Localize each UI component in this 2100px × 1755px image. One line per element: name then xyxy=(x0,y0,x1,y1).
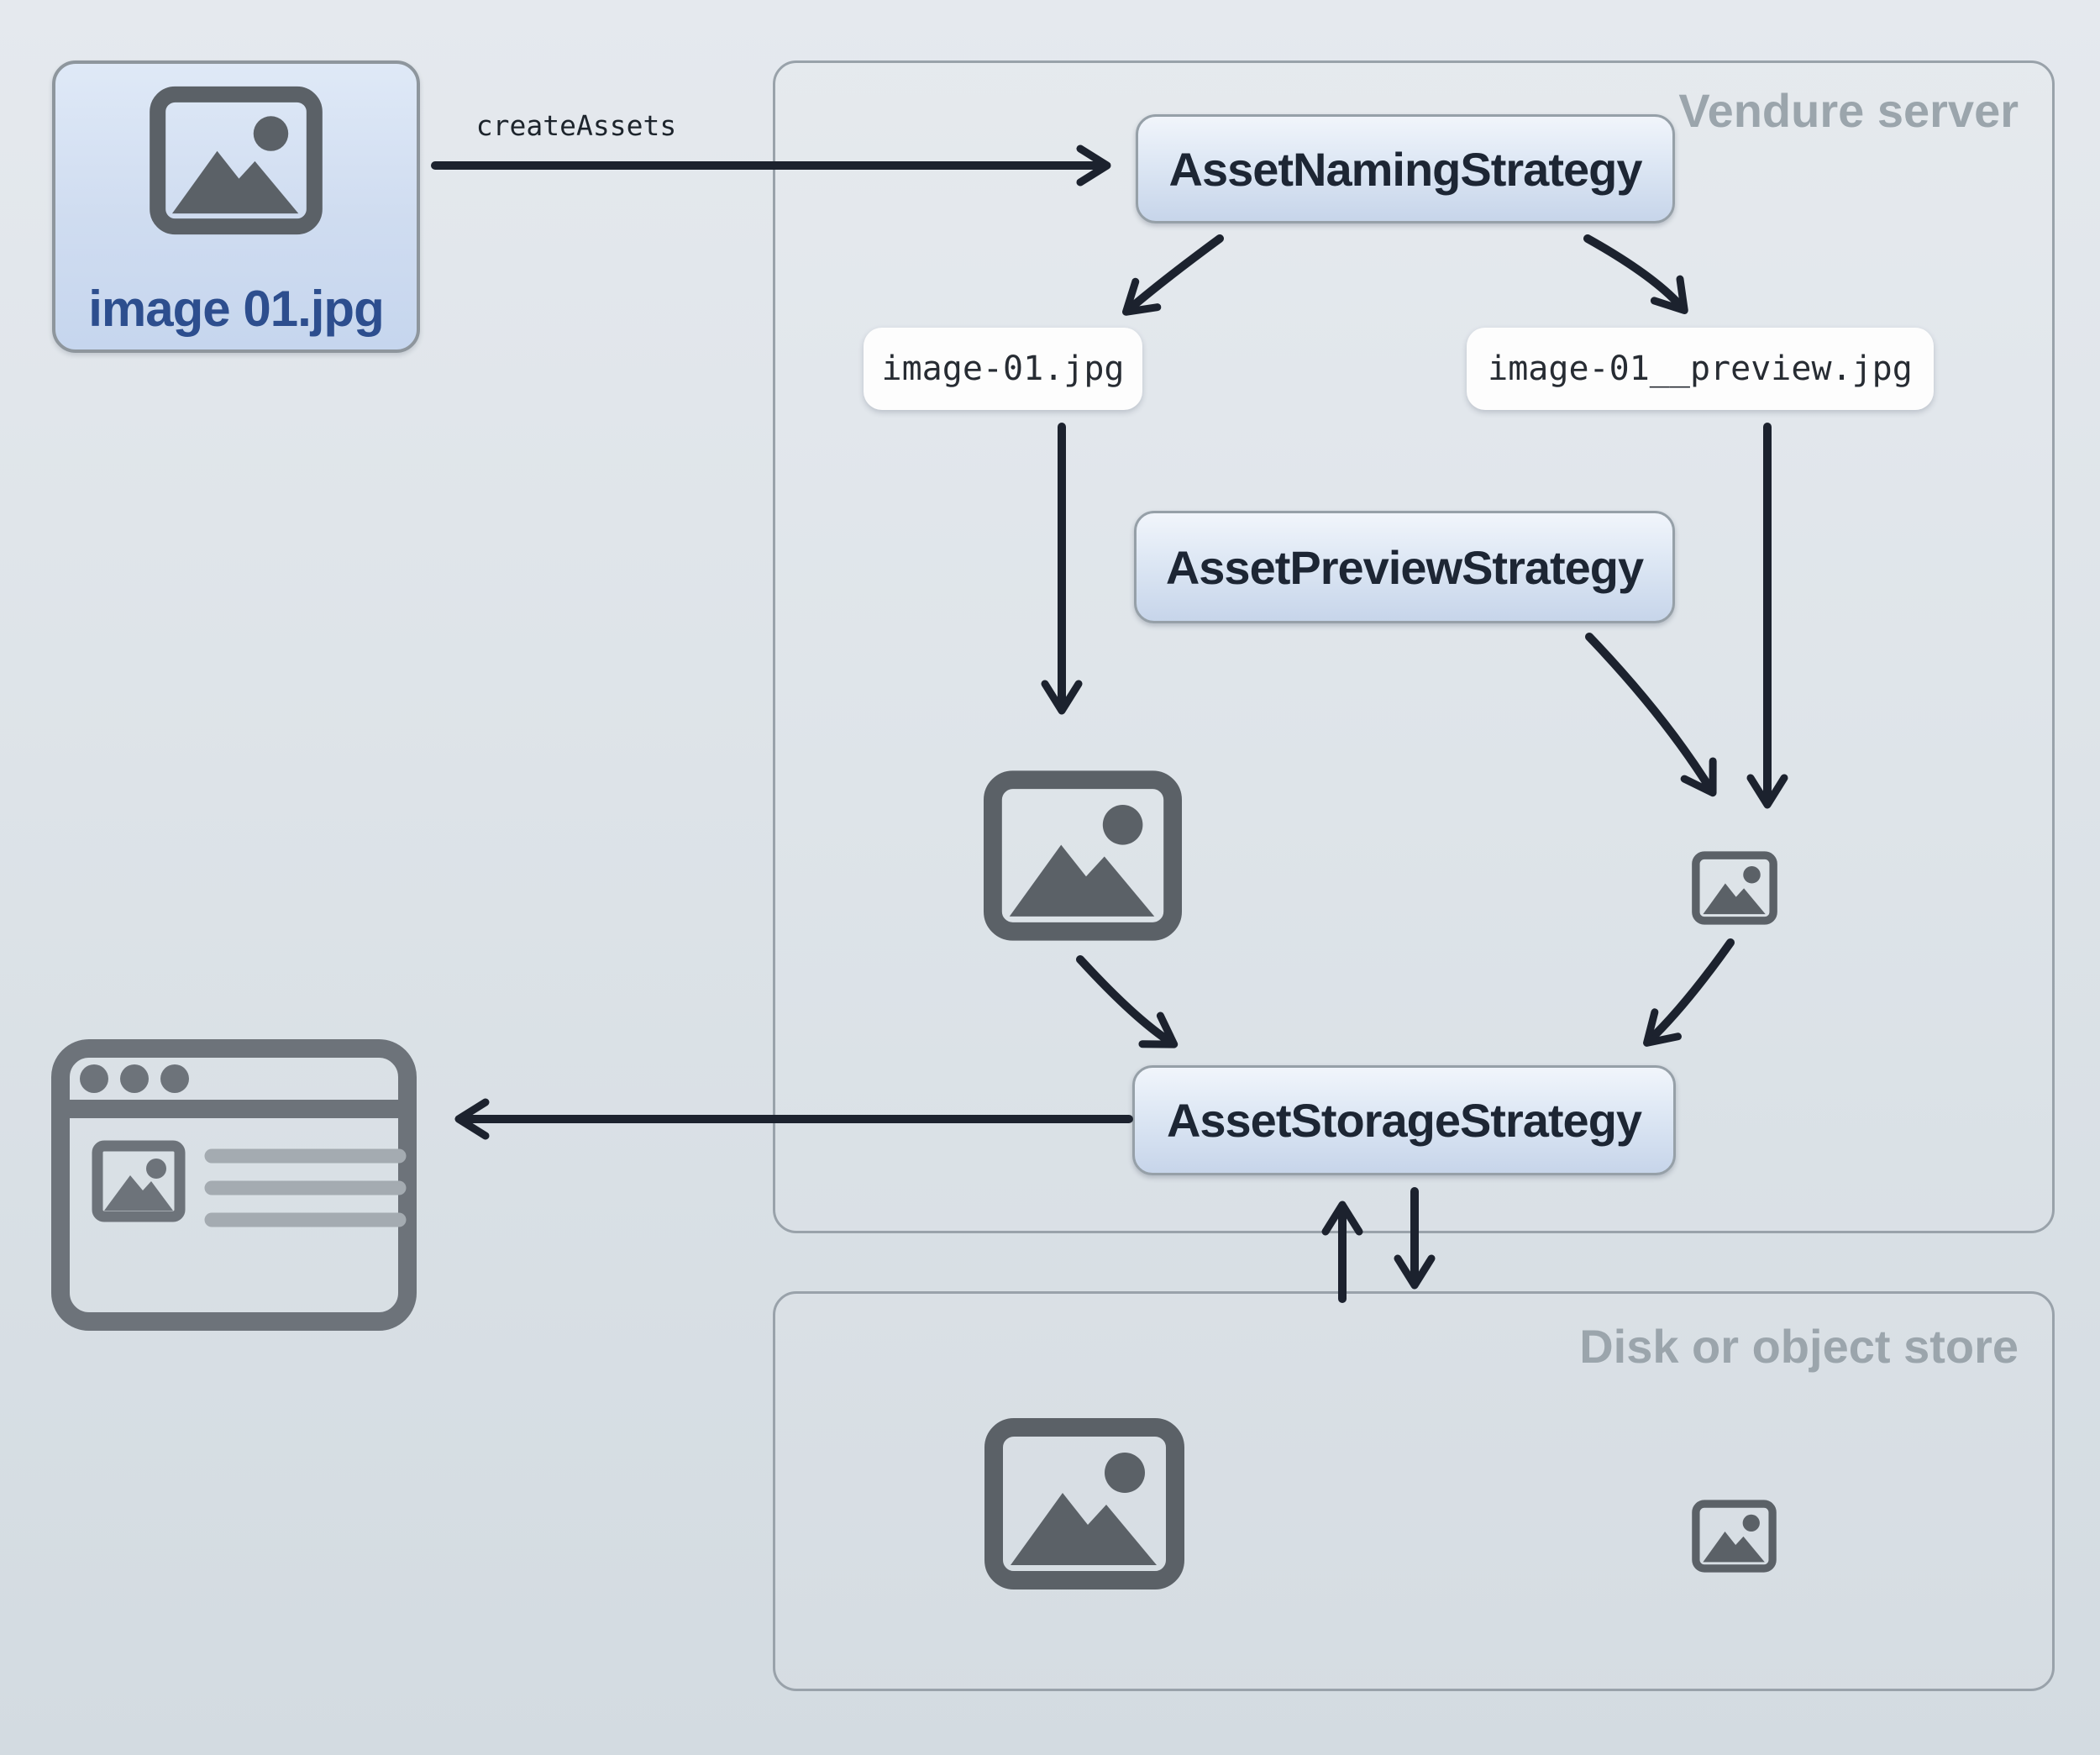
vendure-server-panel: Vendure server xyxy=(773,60,2055,1233)
image-icon xyxy=(148,86,324,235)
asset-naming-strategy-node: AssetNamingStrategy xyxy=(1136,114,1675,223)
image-icon-small xyxy=(1691,851,1778,929)
vendure-server-title: Vendure server xyxy=(1678,84,2019,137)
disk-store-panel: Disk or object store xyxy=(773,1291,2055,1691)
browser-window-icon xyxy=(50,1038,417,1336)
image-icon-small xyxy=(1691,1500,1777,1577)
source-file-label: image 01.jpg xyxy=(88,281,384,337)
image-icon xyxy=(983,1417,1186,1595)
image-icon xyxy=(983,769,1183,947)
text-lines xyxy=(204,1148,407,1227)
original-filename-pill: image-01.jpg xyxy=(864,328,1142,410)
source-file-node: image 01.jpg xyxy=(52,60,420,353)
disk-store-title: Disk or object store xyxy=(1579,1320,2019,1373)
preview-filename-pill: image-01__preview.jpg xyxy=(1467,328,1934,410)
image-icon xyxy=(92,1140,186,1222)
asset-storage-strategy-node: AssetStorageStrategy xyxy=(1132,1065,1676,1175)
create-assets-label: createAssets xyxy=(475,109,677,142)
asset-preview-strategy-node: AssetPreviewStrategy xyxy=(1134,511,1675,623)
